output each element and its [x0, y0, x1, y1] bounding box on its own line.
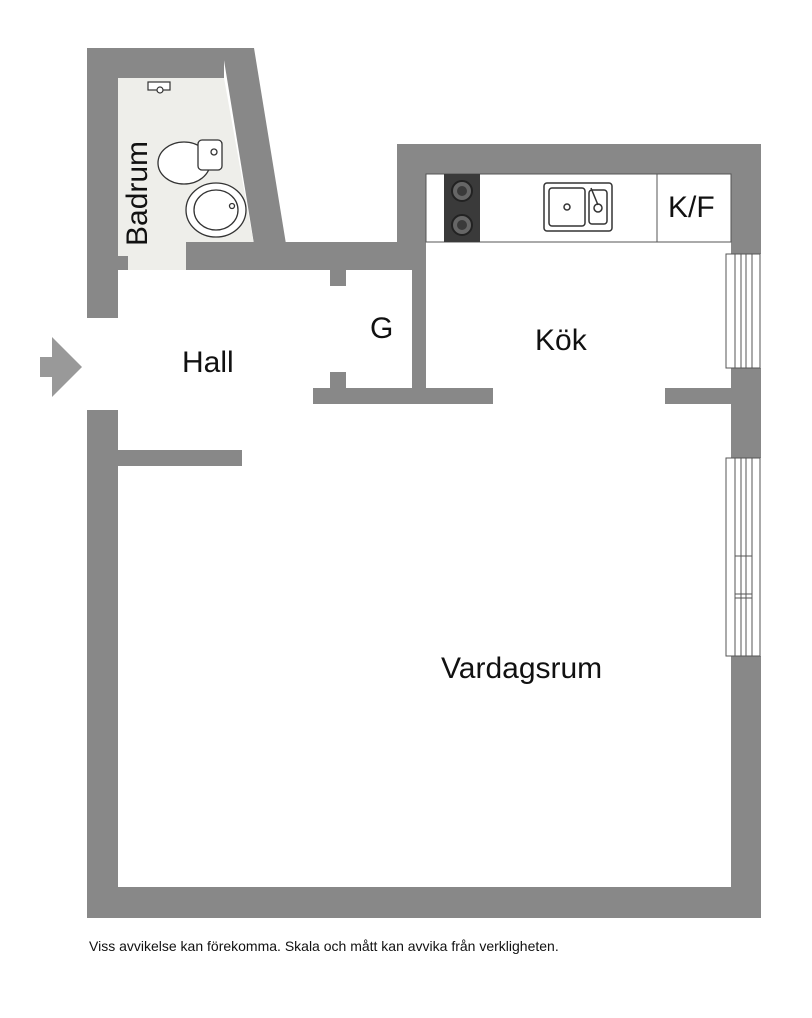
room-label-kf: K/F — [668, 191, 715, 224]
wall-bottom — [87, 887, 761, 918]
stove-icon — [444, 174, 480, 242]
wall-g-bottom — [313, 388, 493, 404]
wall-right-mid — [731, 368, 761, 458]
room-label-vardagsrum: Vardagsrum — [441, 652, 603, 685]
room-label-kok: Kök — [535, 324, 587, 357]
wall-right-bottom — [731, 656, 761, 918]
faucet-icon — [147, 81, 171, 94]
room-label-badrum: Badrum — [121, 140, 154, 246]
windows — [725, 253, 761, 657]
room-label-g: G — [370, 312, 394, 345]
wall-g-stub-top — [330, 270, 346, 286]
window-living — [725, 457, 761, 657]
window-kitchen — [725, 253, 761, 369]
wall-bath-slant-thick — [222, 48, 286, 256]
room-label-hall: Hall — [182, 346, 234, 379]
wall-kitchen-top — [397, 144, 761, 174]
wall-g-right — [412, 270, 426, 388]
wall-bath-bottom-left — [87, 256, 128, 270]
wall-left-lower — [87, 410, 118, 918]
sink-icon — [185, 182, 247, 238]
wall-hall-partition — [118, 450, 242, 466]
wall-left-upper — [87, 48, 118, 318]
walls — [87, 48, 761, 918]
wall-g-stub-bottom — [330, 372, 346, 390]
wall-bath-top — [87, 48, 224, 78]
wall-kitchen-stub — [665, 388, 735, 404]
kitchen-sink-icon — [543, 182, 613, 232]
disclaimer-text: Viss avvikelse kan förekomma. Skala och … — [89, 938, 559, 954]
wall-right-top — [731, 144, 761, 254]
toilet-icon — [157, 139, 223, 185]
wall-kitchen-left — [397, 144, 426, 270]
wall-bath-bottom-right — [186, 242, 426, 270]
entrance-arrow-icon — [40, 337, 82, 397]
